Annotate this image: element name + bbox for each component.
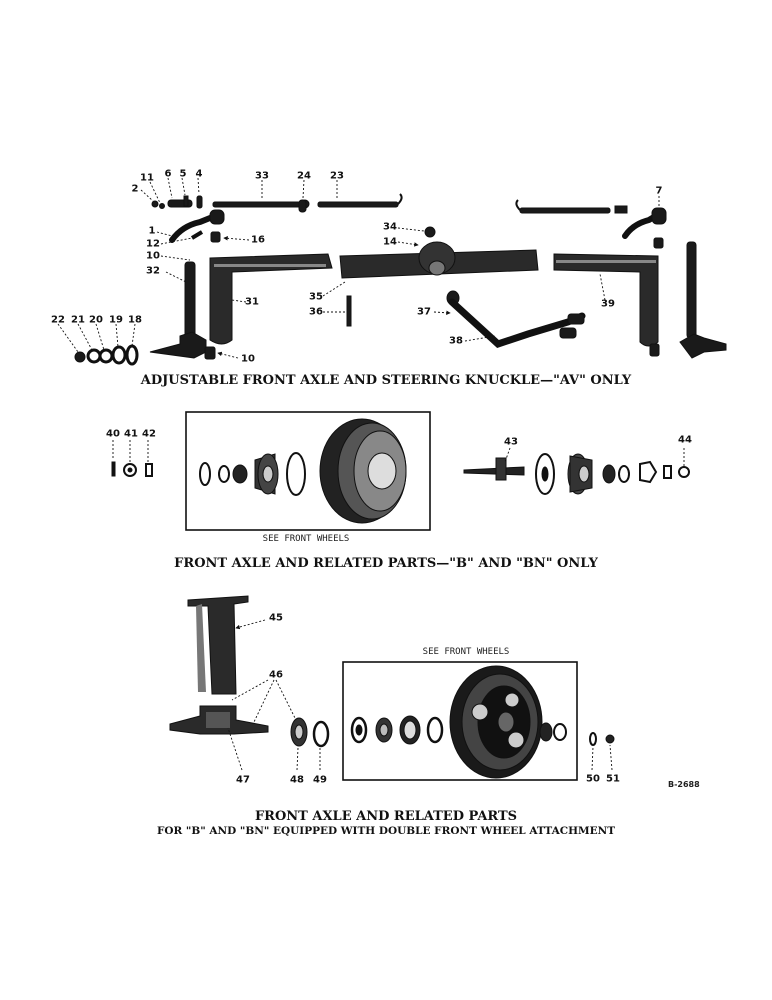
callout-10-top: 10 bbox=[146, 250, 160, 262]
part-21-washer bbox=[86, 348, 102, 364]
caption-section3-subtitle: FOR "B" AND "BN" EQUIPPED WITH DOUBLE FR… bbox=[156, 825, 616, 837]
callout-5: 5 bbox=[179, 168, 187, 180]
part-12-key bbox=[190, 230, 204, 240]
callout-48: 48 bbox=[290, 774, 304, 786]
callout-37: 37 bbox=[417, 306, 431, 318]
callout-32: 32 bbox=[146, 265, 160, 277]
section1-leaders bbox=[57, 177, 660, 359]
see-front-wheels-box-1 bbox=[185, 411, 431, 531]
caption-section3-title: FRONT AXLE AND RELATED PARTS bbox=[254, 809, 518, 824]
part-36-bolt bbox=[346, 295, 352, 327]
callout-47: 47 bbox=[236, 774, 250, 786]
callout-22: 22 bbox=[51, 314, 65, 326]
caption-section2: FRONT AXLE AND RELATED PARTS—"B" AND "BN… bbox=[174, 556, 598, 571]
callout-24: 24 bbox=[297, 170, 311, 182]
callout-36: 36 bbox=[309, 306, 323, 318]
callout-20: 20 bbox=[89, 314, 103, 326]
part-5-key bbox=[183, 195, 189, 207]
callout-4: 4 bbox=[195, 168, 203, 180]
part-1-arm bbox=[169, 211, 223, 243]
callout-41: 41 bbox=[124, 428, 138, 440]
part-16-bushing bbox=[210, 231, 221, 243]
callout-50: 50 bbox=[586, 773, 600, 785]
part-7-tie-rod-right bbox=[519, 207, 611, 214]
part-31-extension bbox=[209, 253, 333, 345]
part-34-plug bbox=[424, 226, 436, 238]
callout-12: 12 bbox=[146, 238, 160, 250]
part-7-arm bbox=[622, 211, 662, 239]
callout-10-bottom: 10 bbox=[241, 353, 255, 365]
section1-drawing bbox=[74, 193, 727, 366]
part-23-rod bbox=[317, 201, 399, 208]
part-33-tie-rod bbox=[212, 201, 306, 208]
callout-51: 51 bbox=[606, 773, 620, 785]
part-18-seal bbox=[125, 344, 139, 366]
callout-40: 40 bbox=[106, 428, 120, 440]
part-19-bearing bbox=[111, 345, 127, 365]
callout-38: 38 bbox=[449, 335, 463, 347]
section3-drawing bbox=[169, 595, 615, 781]
part-32-spindle bbox=[184, 261, 196, 343]
callout-18: 18 bbox=[128, 314, 142, 326]
part-39-extension bbox=[553, 253, 659, 347]
part-43-spindle bbox=[463, 466, 525, 476]
see-front-wheels-box-2 bbox=[342, 661, 578, 781]
callout-7: 7 bbox=[655, 185, 663, 197]
callout-31: 31 bbox=[245, 296, 259, 308]
callout-34: 34 bbox=[383, 221, 397, 233]
part-2-washer bbox=[151, 200, 159, 208]
section3-leaders bbox=[227, 619, 613, 771]
part-11-pin bbox=[159, 203, 165, 209]
section2-leaders bbox=[112, 440, 685, 466]
callout-49: 49 bbox=[313, 774, 327, 786]
callout-35: 35 bbox=[309, 291, 323, 303]
part-22-nut bbox=[74, 351, 86, 363]
callout-2: 2 bbox=[131, 183, 139, 195]
callout-6: 6 bbox=[164, 168, 172, 180]
part-24-nut bbox=[298, 199, 307, 213]
callout-33: 33 bbox=[255, 170, 269, 182]
callout-21: 21 bbox=[71, 314, 85, 326]
callout-11: 11 bbox=[140, 172, 154, 184]
callout-46: 46 bbox=[269, 669, 283, 681]
callout-43: 43 bbox=[504, 436, 518, 448]
callout-1: 1 bbox=[148, 225, 156, 237]
see-front-wheels-note-1: SEE FRONT WHEELS bbox=[262, 534, 350, 544]
figure-id: B-2688 bbox=[668, 780, 700, 789]
callout-44: 44 bbox=[678, 434, 692, 446]
part-45-pedestal bbox=[187, 595, 249, 695]
callout-39: 39 bbox=[601, 298, 615, 310]
part-20-washer bbox=[98, 348, 114, 364]
callout-42: 42 bbox=[142, 428, 156, 440]
caption-section1: ADJUSTABLE FRONT AXLE AND STEERING KNUCK… bbox=[140, 373, 632, 388]
callout-45: 45 bbox=[269, 612, 283, 624]
part-10-bushing bbox=[204, 346, 216, 360]
callout-23: 23 bbox=[330, 170, 344, 182]
callout-14: 14 bbox=[383, 236, 397, 248]
section2-drawing bbox=[111, 411, 690, 531]
callout-16: 16 bbox=[251, 234, 265, 246]
part-4-plug bbox=[196, 195, 203, 209]
callout-19: 19 bbox=[109, 314, 123, 326]
see-front-wheels-note-2: SEE FRONT WHEELS bbox=[422, 647, 510, 657]
